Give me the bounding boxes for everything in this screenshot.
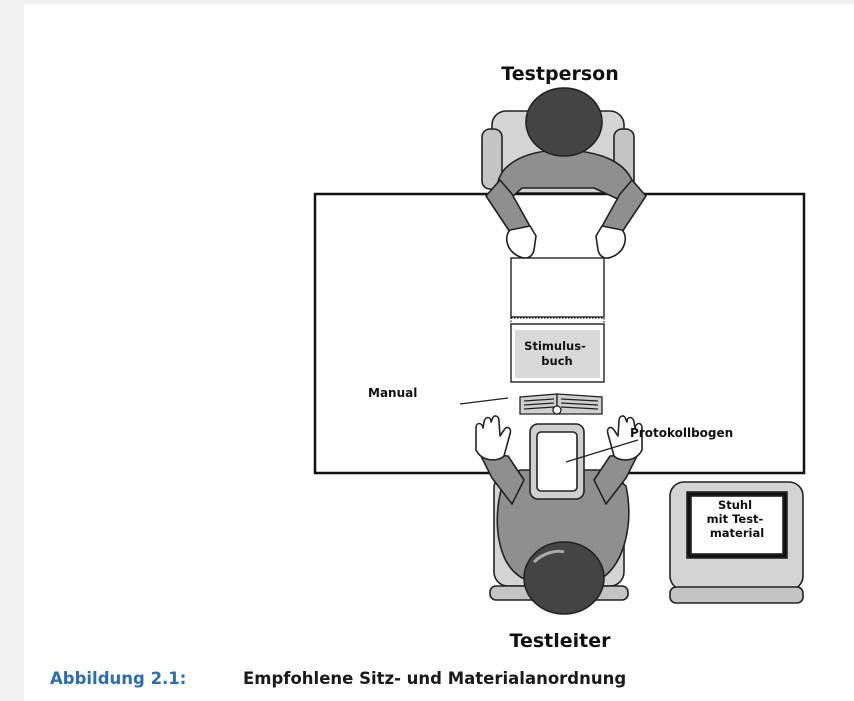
manual (519, 393, 603, 415)
manual-label: Manual (368, 386, 417, 400)
testleiter-label: Testleiter (510, 630, 612, 652)
testperson-head (525, 87, 603, 157)
protokollbogen-pointer (565, 439, 639, 463)
stimulus-book-label: Stimulus- buch (524, 339, 590, 368)
manual-pointer (459, 397, 509, 405)
testperson-figure (485, 87, 647, 259)
protokollbogen-label: Protokollbogen (630, 426, 733, 440)
testperson-label: Testperson (501, 63, 618, 85)
caption-text: Empfohlene Sitz- und Materialanordnung (243, 669, 627, 688)
stimulus-book-label-area (515, 330, 600, 378)
page: Stimulus- buch Manual (24, 4, 854, 701)
caption-number: Abbildung 2.1: (50, 669, 187, 688)
testleiter-figure (475, 415, 643, 615)
testleiter-head (523, 541, 605, 615)
figure-caption: Abbildung 2.1: Empfohlene Sitz- und Mater… (50, 669, 626, 688)
material-chair (669, 481, 804, 604)
material-chair-label: Stuhl mit Test- material (707, 498, 768, 540)
seating-diagram: Stimulus- buch Manual (313, 63, 806, 652)
stimulus-book-upper-page (510, 257, 605, 318)
